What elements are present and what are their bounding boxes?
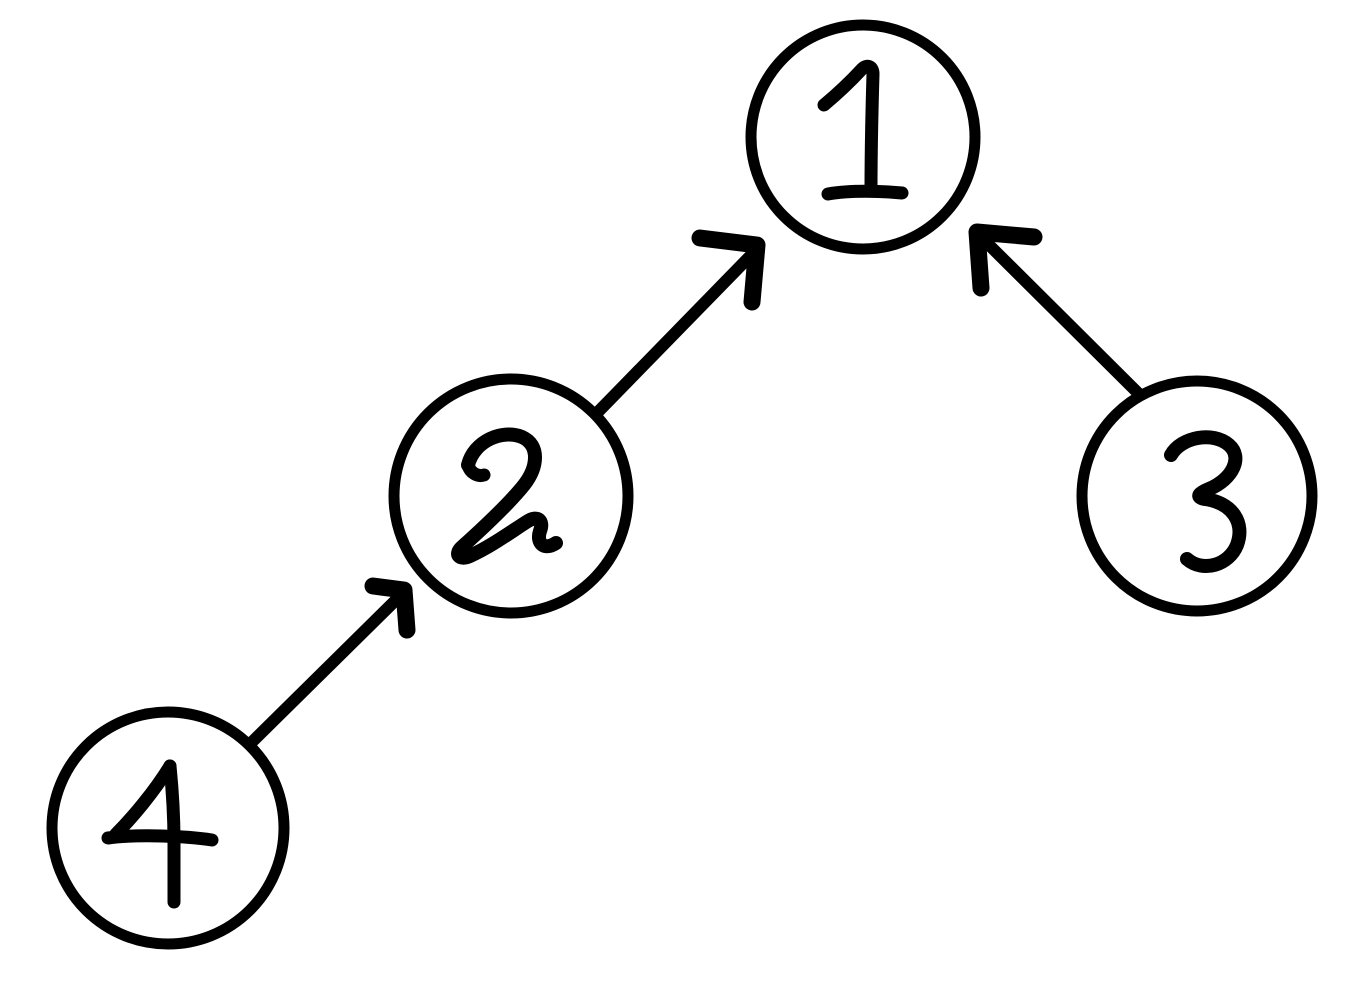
node-4[interactable]: 4	[46, 706, 290, 950]
node-3[interactable]: 3	[1076, 375, 1318, 617]
edge-4-to-2-arrowhead	[364, 577, 416, 639]
edge-3-to-1-arrowhead	[968, 223, 1043, 297]
edge-2-to-1-line	[590, 242, 764, 420]
edge-4-to-2	[246, 577, 416, 748]
node-1-circle[interactable]	[745, 19, 981, 255]
node-2[interactable]: 2	[388, 373, 634, 619]
node-1[interactable]: 1	[745, 19, 981, 255]
nodes-layer: 1 2 3 4	[46, 19, 1318, 950]
edge-2-to-1-arrowhead	[691, 229, 766, 311]
edge-4-to-2-line	[246, 586, 410, 748]
edge-3-to-1	[968, 223, 1146, 401]
edge-3-to-1-line	[972, 228, 1146, 401]
edge-2-to-1	[590, 229, 766, 420]
edges-layer	[246, 223, 1146, 748]
